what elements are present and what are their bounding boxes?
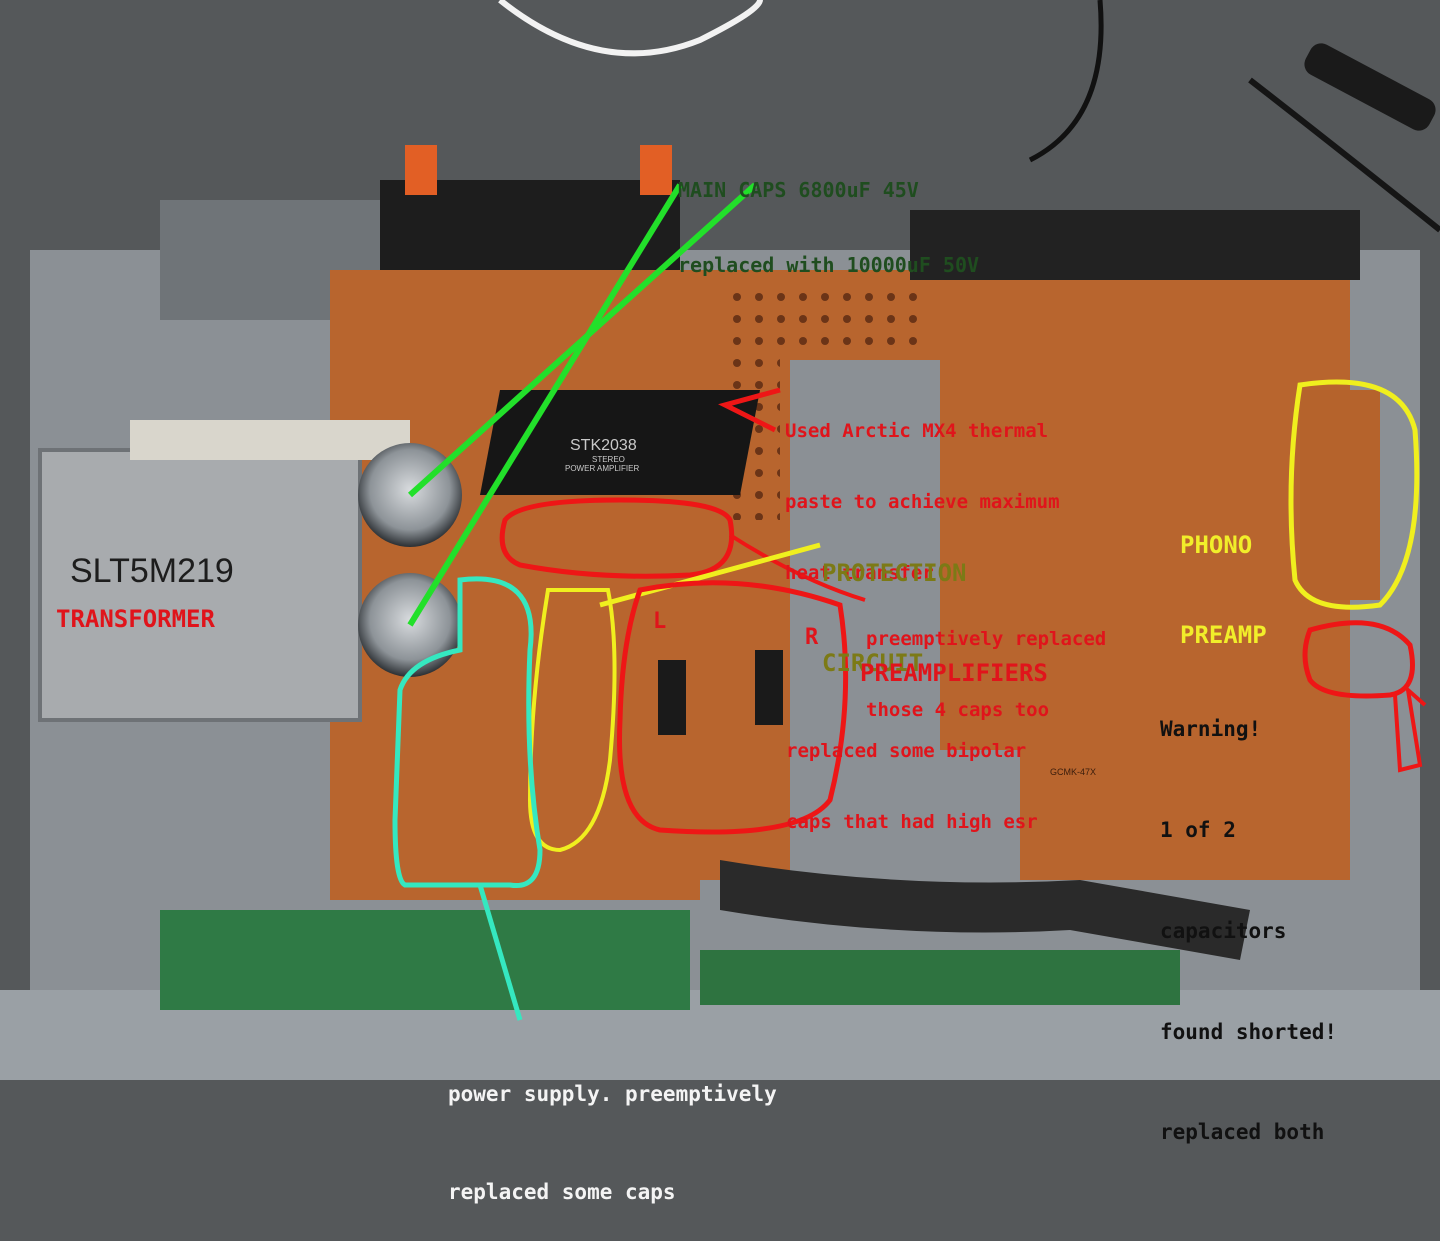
warning-circle — [1302, 620, 1415, 699]
phono-preamp-label: PHONO PREAMP — [1180, 470, 1267, 680]
protection-caps-line2: those 4 caps too — [866, 698, 1050, 721]
preamp-ic-right — [755, 650, 783, 725]
preamplifiers-title: PREAMPLIFIERS — [860, 659, 1048, 687]
warning-line2: 1 of 2 — [1160, 817, 1236, 842]
thermal-paste-label: Used Arctic MX4 thermal paste to achieve… — [785, 372, 1060, 610]
chip-name: STK2038 — [570, 437, 637, 454]
preamps-line2: caps that had high esr — [786, 810, 1038, 833]
main-caps-line2: replaced with 10000uF 50V — [678, 253, 980, 277]
protection-line2: CIRCUIT — [822, 649, 924, 677]
transformer-model: SLT5M219 — [70, 552, 234, 590]
right-channel-label: R — [805, 625, 819, 650]
white-cable — [498, 0, 763, 57]
board-code: GCMK-47X — [1050, 767, 1096, 777]
phono-board — [1300, 390, 1380, 600]
black-cable — [1028, 0, 1104, 163]
protection-caps-arrow — [728, 533, 866, 602]
power-supply-label: power supply. preemptively replaced some… — [448, 1013, 777, 1241]
protection-line1: PROTECTION — [822, 559, 967, 587]
phono-circle — [1288, 379, 1420, 610]
warning-line5: replaced both — [1160, 1120, 1325, 1145]
amplifier-photo: SLT5M219 STK2038 STEREO POWER AMPLIFIER … — [0, 0, 1440, 1080]
speaker-terminal — [405, 145, 437, 195]
protection-circuit-label: PROTECTION CIRCUIT — [822, 498, 967, 708]
screwdriver — [1304, 43, 1436, 131]
phono-line1: PHONO — [1180, 531, 1253, 559]
power-supply-board — [160, 910, 690, 1010]
pcb-holes — [730, 290, 930, 520]
black-cable-2 — [1248, 77, 1440, 233]
left-channel-label: L — [653, 609, 667, 634]
phono-line2: PREAMP — [1180, 621, 1267, 649]
protection-circle — [499, 497, 735, 579]
warning-line4: found shorted! — [1160, 1019, 1338, 1044]
stk-chip — [480, 390, 760, 495]
chip-line1: STEREO — [592, 455, 625, 464]
thermal-line3: heat transfer — [785, 562, 934, 584]
transformer-body — [38, 448, 362, 722]
ribbon-cable — [720, 860, 1250, 960]
warning-line3: capacitors — [1160, 918, 1287, 943]
main-caps-line1: MAIN CAPS 6800uF 45V — [678, 178, 919, 202]
preamp-circle — [617, 580, 849, 835]
protection-circuit-outline — [527, 588, 617, 853]
preamps-line1: replaced some bipolar — [786, 739, 1027, 762]
power-supply-arrow — [477, 884, 523, 1021]
power-supply-board-2 — [700, 950, 1180, 1005]
thermal-line1: Used Arctic MX4 thermal — [785, 419, 1049, 442]
speaker-terminal-2 — [640, 145, 672, 195]
thermal-line2: paste to achieve maximum — [785, 490, 1060, 513]
psu-line2: replaced some caps — [448, 1179, 676, 1204]
preamp-ic-left — [658, 660, 686, 735]
transformer-top — [130, 420, 410, 460]
warning-line1: Warning! — [1160, 717, 1262, 742]
preamplifiers-note: replaced some bipolar caps that had high… — [786, 692, 1038, 858]
transformer-label: TRANSFORMER — [56, 605, 215, 633]
green-arrow-main-cap-2 — [407, 183, 683, 627]
warning-label: Warning! 1 of 2 capacitors found shorted… — [1160, 646, 1337, 1184]
chip-line2: POWER AMPLIFIER — [565, 464, 639, 473]
main-caps-label: MAIN CAPS 6800uF 45V replaced with 10000… — [678, 128, 979, 303]
psu-line1: power supply. preemptively — [448, 1082, 777, 1107]
warning-arrow — [1393, 684, 1427, 773]
thermal-arrow — [718, 387, 781, 433]
protection-caps-line1: preemptively replaced — [866, 627, 1107, 650]
protection-caps-label: preemptively replaced those 4 caps too — [866, 580, 1106, 746]
rca-strip-right — [910, 210, 1360, 280]
power-supply-outline — [392, 576, 543, 889]
